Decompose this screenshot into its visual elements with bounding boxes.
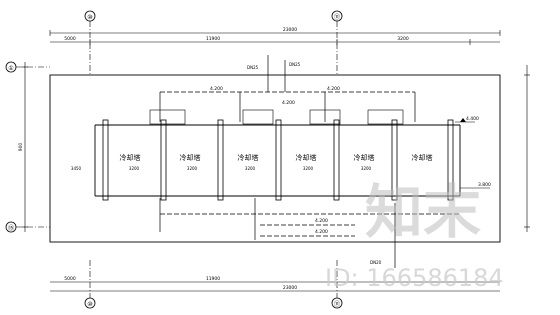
support-post <box>391 119 398 201</box>
elevation-value: 3.800 <box>478 182 491 188</box>
tower-inlet-boxes <box>149 109 404 125</box>
dimension-top-segments: 5000 11900 3200 <box>50 36 500 45</box>
support-post <box>217 119 224 201</box>
dimension-value: 23000 <box>283 285 297 291</box>
watermark-id: ID: 166586184 <box>325 264 504 292</box>
grid-bubble-bottom-left: ⑩ <box>84 297 96 309</box>
dimension-top-overall: 23000 <box>49 27 501 36</box>
valve-label: DN25 <box>289 62 301 67</box>
grid-bubble-left-top: ① <box>5 61 17 73</box>
grid-label: ⑮ <box>8 224 14 232</box>
support-post <box>447 119 454 201</box>
tower-label: 冷却塔 <box>180 153 201 162</box>
dimension-value: 900 <box>18 143 24 152</box>
dimension-value: 11900 <box>206 276 220 282</box>
dimension-value: 3200 <box>303 166 314 171</box>
grid-bubble-top-left: ⑩ <box>84 10 96 22</box>
slab-outline <box>49 74 501 243</box>
grid-label: ⑩ <box>87 301 92 308</box>
grid-bubble-left-bottom: ⑮ <box>5 221 17 233</box>
pipe-elevation: 4.200 <box>315 218 328 224</box>
cooling-tower-band <box>94 124 461 197</box>
grid-label: ① <box>8 65 13 72</box>
pipe-elevation: 4.200 <box>327 86 340 92</box>
dimension-value: 11900 <box>206 36 220 42</box>
grid-label: ⑩ <box>87 14 92 21</box>
watermark-logo: 知末 <box>365 178 481 246</box>
pipe-elevation: 4.200 <box>210 86 223 92</box>
valve-label: DN25 <box>247 65 259 70</box>
dimension-value: 3200 <box>397 36 409 42</box>
dimension-value: 3200 <box>187 166 198 171</box>
elevation-value: 4.400 <box>466 116 479 122</box>
tower-label: 冷却塔 <box>120 153 141 162</box>
grid-label: ⑪ <box>334 300 340 308</box>
support-post <box>333 119 340 201</box>
support-post <box>102 119 109 201</box>
dimension-value: 3200 <box>129 166 140 171</box>
dimension-value: 5000 <box>64 276 76 282</box>
dimension-value: 5000 <box>64 36 76 42</box>
dimension-bottom: 5000 11900 23000 <box>50 276 500 292</box>
dimension-value: 3200 <box>361 166 372 171</box>
riser-label: DN20 <box>370 260 382 265</box>
tower-label: 冷却塔 <box>354 153 375 162</box>
grid-bubble-top-right: ⑪ <box>331 10 343 22</box>
dimension-value: 3450 <box>71 166 82 171</box>
grid-bubble-bottom-right: ⑪ <box>331 297 343 309</box>
grid-label: ⑪ <box>334 13 340 21</box>
elevation-marker-right: 4.400 3.800 <box>455 116 491 189</box>
pipe-elevation: 4.200 <box>282 100 295 106</box>
pipe-elevation: 4.200 <box>315 229 328 235</box>
tower-label: 冷却塔 <box>296 153 317 162</box>
supply-pipe-top: 4.200 4.200 4.200 DN25 DN25 <box>159 55 416 122</box>
dimension-left: 900 <box>18 62 28 232</box>
tower-label: 冷却塔 <box>238 153 259 162</box>
dimension-right <box>524 65 530 232</box>
dimension-value: 3200 <box>245 166 256 171</box>
tower-label: 冷却塔 <box>412 153 433 162</box>
bay-dimensions: 3450 3200 3200 3200 3200 3200 <box>71 166 372 171</box>
support-post <box>160 119 167 201</box>
support-posts <box>102 119 454 201</box>
return-pipe-bottom: 4.200 4.200 DN20 <box>159 198 460 268</box>
dimension-value: 23000 <box>283 27 297 33</box>
support-post <box>275 119 282 201</box>
